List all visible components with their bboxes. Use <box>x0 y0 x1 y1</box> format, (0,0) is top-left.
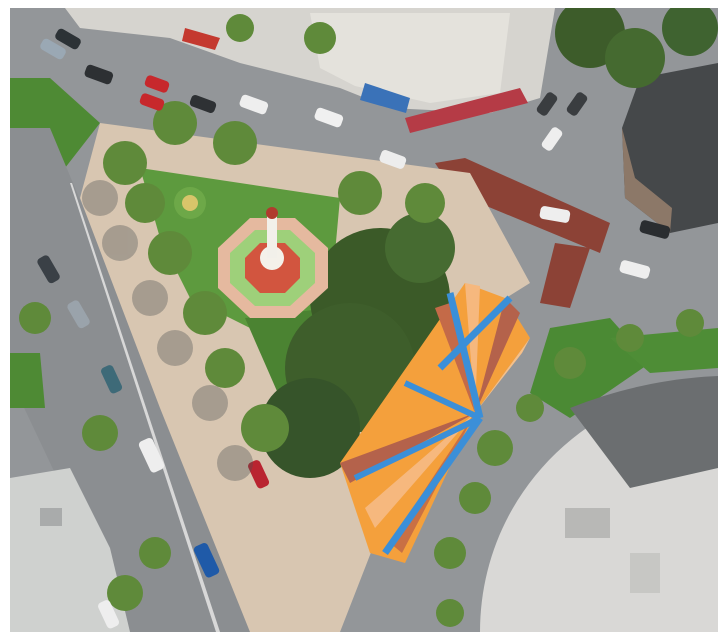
mural-blue-line-5 <box>353 415 482 481</box>
car-icon <box>379 150 407 169</box>
aerial-scene <box>10 8 718 632</box>
building-top-roof-panel <box>310 13 510 103</box>
shadows <box>82 180 253 481</box>
car-icon <box>40 38 66 60</box>
palm-tree-icon <box>616 324 644 352</box>
palm-tree-icon <box>125 183 165 223</box>
awning-red-small <box>182 28 220 50</box>
palm-tree-icon <box>103 141 147 185</box>
roof-unit-1 <box>565 508 610 538</box>
mural-ray-3 <box>475 338 530 413</box>
roof-unit-2 <box>630 553 660 593</box>
car-icon <box>566 92 588 116</box>
tree-canopy-4 <box>385 213 455 283</box>
car-icon <box>138 437 165 473</box>
tree-top-right-2 <box>605 28 665 88</box>
mural-ray-2 <box>475 298 520 413</box>
car-icon <box>139 93 165 111</box>
car-icon <box>639 220 671 239</box>
mural <box>340 283 530 563</box>
car-icon <box>37 255 60 284</box>
palm-tree-icon <box>183 291 227 335</box>
awning-blue <box>360 83 410 113</box>
mural-blue-line-1 <box>446 292 484 419</box>
car-icon <box>101 365 123 394</box>
building-top-right-wall <box>622 128 672 233</box>
palm-tree-icon <box>19 302 51 334</box>
palm-tree-icon <box>213 121 257 165</box>
palm-tree-icon <box>516 394 544 422</box>
tree-top-right-3 <box>662 8 718 56</box>
palm-tree-icon <box>107 575 143 611</box>
palm-tree-icon <box>554 347 586 379</box>
lawn-left <box>10 353 45 408</box>
aerial-photo <box>10 8 718 632</box>
palm-tree-icon <box>676 309 704 337</box>
mural-blue-line-2 <box>437 295 513 371</box>
palm-tree-icon <box>226 14 254 42</box>
lighthouse-top <box>266 207 278 219</box>
car-icon <box>55 28 81 50</box>
palm-tree-icon <box>434 537 466 569</box>
mural-ray-5 <box>365 413 475 528</box>
car-icon <box>619 260 651 279</box>
roof-unit-3 <box>40 508 62 526</box>
shadow <box>102 225 138 261</box>
palm-tree-icon <box>459 482 491 514</box>
shadow <box>217 445 253 481</box>
road-lane-marks <box>70 183 220 632</box>
flower-bed-inner <box>182 195 198 211</box>
mural-ray-1 <box>465 283 480 413</box>
palm-tree-icon <box>241 404 289 452</box>
awning-red <box>405 88 528 133</box>
cars <box>37 28 671 629</box>
mural-ray-7 <box>435 303 475 413</box>
palm-tree-icon <box>436 599 464 627</box>
car-icon <box>539 206 571 223</box>
building-round-dark <box>570 376 718 488</box>
palm-tree-icon <box>304 22 336 54</box>
mural-blue-line-4 <box>382 415 483 556</box>
palm-tree-icon <box>139 537 171 569</box>
shadow <box>132 280 168 316</box>
tree-canopy-3 <box>260 378 360 478</box>
palm-tree-icon <box>153 101 197 145</box>
car-icon <box>98 600 120 629</box>
shadow <box>192 385 228 421</box>
car-icon <box>314 107 344 128</box>
car-icon <box>67 300 90 329</box>
palm-tree-icon <box>405 183 445 223</box>
palm-tree-icon <box>148 231 192 275</box>
car-icon <box>239 94 269 115</box>
shadow <box>157 330 193 366</box>
palm-tree-icon <box>477 430 513 466</box>
mural-blue-line-3 <box>403 380 482 421</box>
mural-ray-4 <box>340 413 475 483</box>
car-icon <box>189 95 217 113</box>
lighthouse-tower <box>267 213 277 258</box>
palm-tree-icon <box>338 171 382 215</box>
car-icon <box>536 92 558 116</box>
brick-crosswalk <box>435 158 610 253</box>
palm-tree-icon <box>82 415 118 451</box>
palm-tree-icon <box>205 348 245 388</box>
brick-crosswalk-2 <box>540 243 590 308</box>
shadow <box>82 180 118 216</box>
car-icon <box>84 64 114 85</box>
palm-trees <box>19 14 704 627</box>
car-icon <box>248 460 270 489</box>
car-icon <box>144 75 170 93</box>
car-icon <box>541 127 563 151</box>
car-icon <box>193 542 220 578</box>
